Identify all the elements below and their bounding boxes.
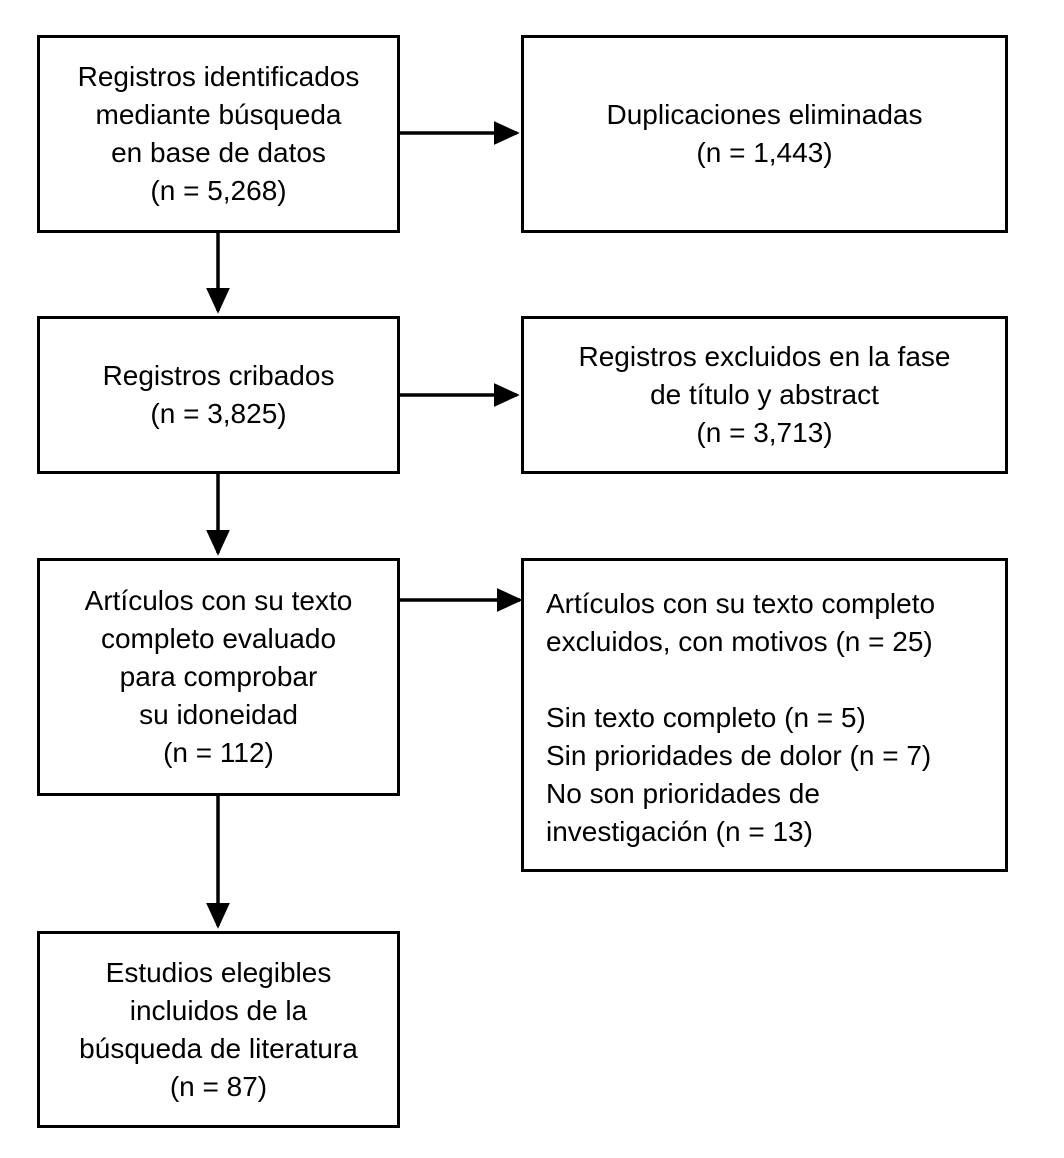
fulltext-assessed-line-3: para comprobar [119, 661, 318, 692]
fulltext-excluded-line-1: Artículos con su texto completo [546, 588, 936, 619]
fulltext-assessed-line-4: su idoneidad [139, 699, 298, 730]
fulltext-assessed-box: Artículos con su texto completo evaluado… [37, 558, 400, 796]
fulltext-assessed-line-2: completo evaluado [100, 623, 337, 654]
records-identified-line-1: Registros identificados [77, 61, 360, 92]
duplicates-removed-count: (n = 1,443) [696, 137, 833, 168]
records-identified-line-2: mediante búsqueda [95, 99, 342, 130]
fulltext-assessed-line-1: Artículos con su texto [84, 585, 353, 616]
fulltext-excluded-box: Artículos con su texto completo excluido… [521, 558, 1008, 872]
records-screened-count: (n = 3,825) [150, 398, 287, 429]
records-identified-count: (n = 5,268) [150, 175, 287, 206]
studies-included-line-1: Estudios elegibles [105, 956, 332, 988]
records-excluded-line-1: Registros excluidos en la fase [578, 341, 951, 372]
fulltext-excluded-line-2: excluidos, con motivos (n = 25) [546, 626, 933, 657]
duplicates-removed-line-1: Duplicaciones eliminadas [606, 99, 923, 130]
records-screened-line-1: Registros cribados [102, 360, 335, 391]
duplicates-removed-box: Duplicaciones eliminadas (n = 1,443) [521, 35, 1008, 233]
studies-included-box: Estudios elegibles incluidos de la búsqu… [37, 931, 400, 1128]
fulltext-excluded-reason-1: Sin texto completo (n = 5) [546, 702, 866, 733]
records-excluded-count: (n = 3,713) [696, 417, 833, 448]
studies-included-count: (n = 87) [169, 1070, 268, 1102]
records-screened-box: Registros cribados (n = 3,825) [37, 316, 400, 474]
records-excluded-title-abstract-box: Registros excluidos en la fase de título… [521, 316, 1008, 474]
fulltext-excluded-reason-3a: No son prioridades de [546, 778, 820, 809]
studies-included-line-2: incluidos de la [129, 994, 308, 1026]
studies-included-line-3: búsqueda de literatura [79, 1032, 358, 1064]
fulltext-excluded-reason-3b: investigación (n = 13) [546, 816, 813, 847]
fulltext-excluded-reason-2: Sin prioridades de dolor (n = 7) [546, 740, 932, 771]
records-identified-box: Registros identificados mediante búsqued… [37, 35, 400, 233]
records-excluded-line-2: de título y abstract [650, 379, 879, 410]
records-identified-line-3: en base de datos [111, 137, 326, 168]
fulltext-assessed-count: (n = 112) [163, 737, 274, 768]
